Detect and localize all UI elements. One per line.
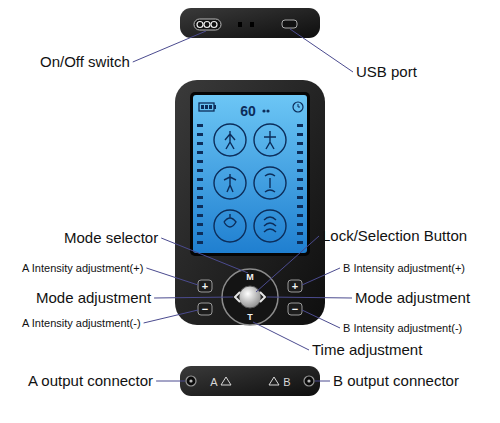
button-symbol: + [292,280,298,293]
leader-line [302,268,340,285]
leader-line [154,297,233,298]
button-symbol: − [202,303,208,316]
part-label: Time adjustment [312,341,422,358]
part-label: USB port [356,63,417,80]
leader-line [161,238,248,273]
port-letter: B [283,376,290,389]
port-letter: A [210,376,217,389]
part-label: B Intensity adjustment(-) [343,322,462,335]
button-symbol: − [292,303,298,316]
leader-line [253,322,309,350]
part-label: Mode adjustment [36,289,151,306]
leader-line [267,297,352,298]
part-label: A Intensity adjustment(-) [22,317,141,330]
leader-line [256,236,319,292]
part-label: A output connector [28,372,153,389]
part-label: Mode selector [64,229,158,246]
part-label: A Intensity adjustment(+) [22,262,143,275]
leader-line [290,29,353,72]
part-label: B Intensity adjustment(+) [343,262,465,275]
button-symbol: + [202,280,208,293]
screen-timer: 60 [240,103,256,119]
leader-line [144,310,198,323]
part-label: Lock/Selection Button [322,227,467,244]
leader-line [315,381,330,382]
leader-line [302,310,340,328]
button-letter: M [246,272,254,282]
button-letter: T [247,312,253,322]
leader-line [156,381,185,382]
part-label: On/Off switch [40,53,130,70]
part-label: B output connector [333,372,459,389]
leader-line [133,31,206,62]
leader-line [146,268,198,285]
part-label: Mode adjustment [355,289,470,306]
